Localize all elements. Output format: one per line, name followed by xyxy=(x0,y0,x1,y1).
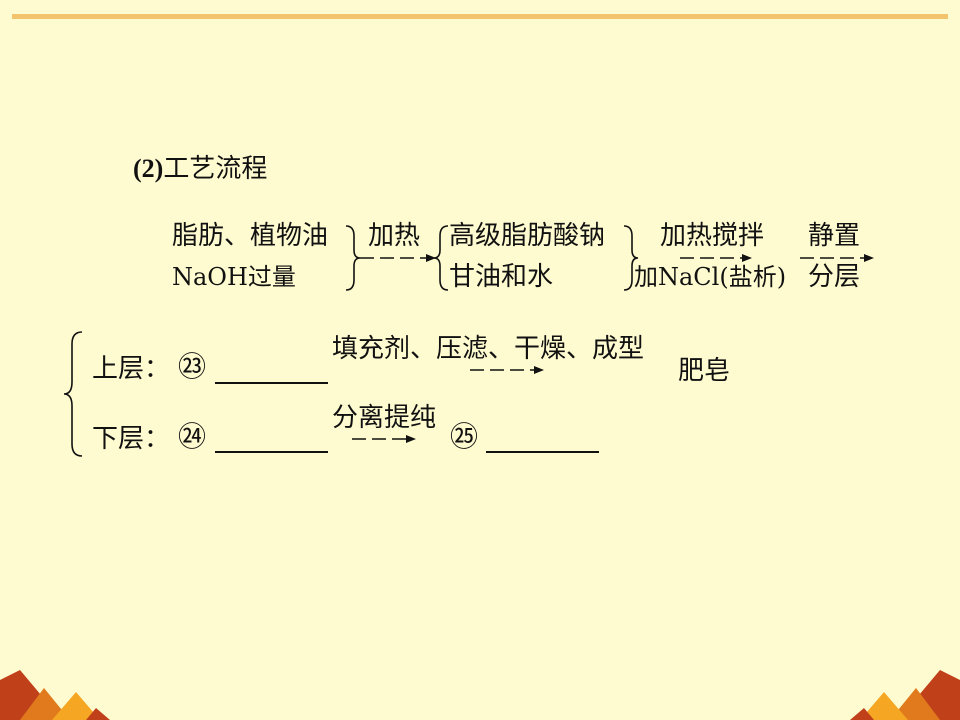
upper-layer-label: 上层： xyxy=(92,354,171,384)
step-heat-stir: 加热搅拌 xyxy=(660,221,765,251)
step-layer: 分层 xyxy=(808,262,861,292)
answer-blank-25[interactable] xyxy=(486,451,599,453)
lower-process: 分离提纯 xyxy=(332,403,437,433)
upper-product: 肥皂 xyxy=(678,356,731,386)
corner-decoration-right xyxy=(850,670,960,720)
right-brace-1 xyxy=(345,225,361,291)
reactant-naoh: NaOH过量 xyxy=(172,263,296,291)
upper-process: 填充剂、压滤、干燥、成型 xyxy=(332,334,645,364)
section-title: (2)工艺流程 xyxy=(133,154,267,184)
arrowhead-lower-process xyxy=(406,435,416,443)
left-brace-1 xyxy=(433,225,449,291)
arrowhead-upper-process xyxy=(534,366,544,374)
answer-blank-24[interactable] xyxy=(215,451,328,453)
answer-blank-23[interactable] xyxy=(215,382,328,384)
reactant-fat: 脂肪、植物油 xyxy=(172,221,329,251)
step-salting-out: 加NaCl(盐析) xyxy=(634,263,787,291)
upper-marker: ㉓ xyxy=(178,350,207,383)
section-number: (2) xyxy=(133,154,164,183)
right-brace-2 xyxy=(623,225,639,291)
left-brace-2 xyxy=(63,331,83,457)
product-sodium-salt: 高级脂肪酸钠 xyxy=(449,221,606,251)
top-divider xyxy=(12,14,948,19)
step-stand: 静置 xyxy=(808,221,861,251)
lower-layer-label: 下层： xyxy=(92,424,171,454)
arrowhead-heat xyxy=(426,254,436,262)
result-marker: ㉕ xyxy=(450,420,479,453)
lower-marker: ㉔ xyxy=(178,420,207,453)
step-heat: 加热 xyxy=(368,221,421,251)
corner-decoration-left xyxy=(0,670,110,720)
arrowhead-stand xyxy=(864,254,874,262)
section-title-text: 工艺流程 xyxy=(163,154,268,184)
product-glycerol-water: 甘油和水 xyxy=(449,262,554,292)
arrowhead-heat-stir xyxy=(742,254,752,262)
